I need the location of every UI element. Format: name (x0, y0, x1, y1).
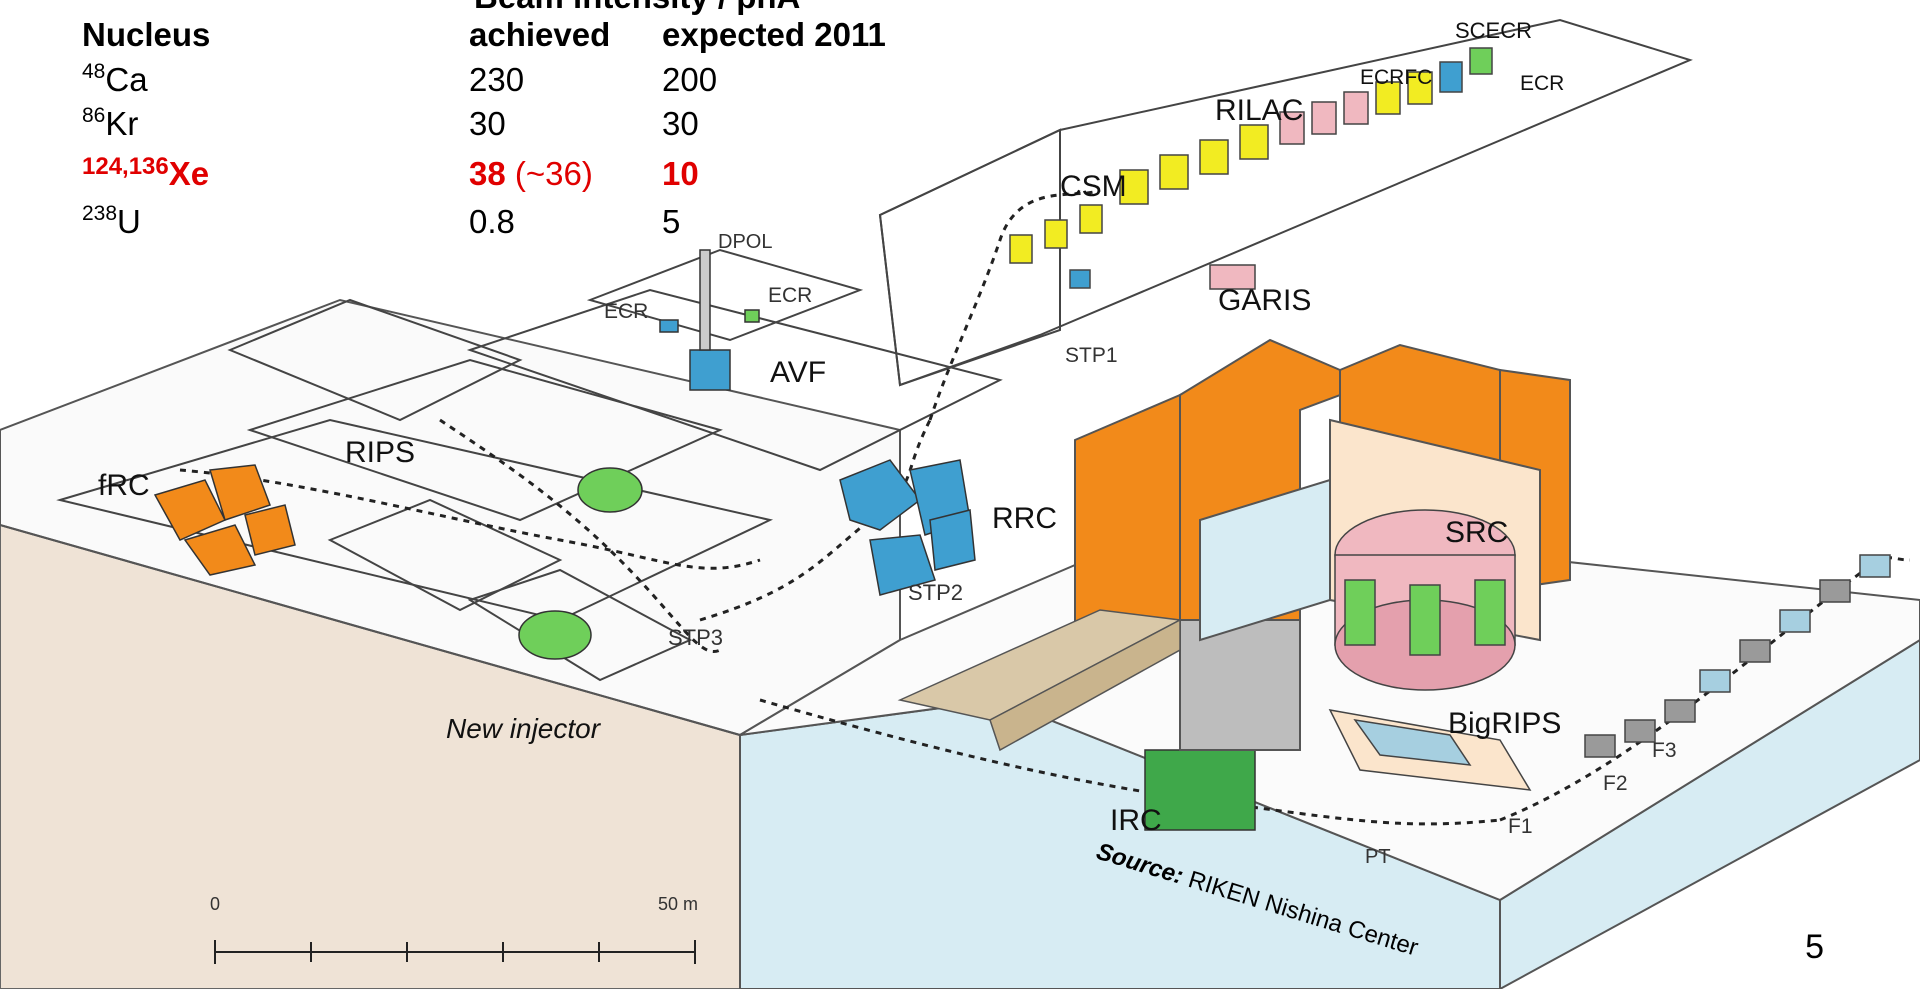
label-rrc: RRC (992, 502, 1057, 535)
rrc-cyclotron (839, 459, 976, 596)
rilac-resonators (1009, 47, 1493, 290)
table-row-nucleus: 48Ca (82, 60, 148, 98)
table-row-expected-highlight: 10 (662, 155, 699, 192)
label-csm: CSM (1060, 170, 1127, 203)
beam-intensity-table: Beam intensity / pnA Nucleus achieved ex… (82, 0, 942, 250)
scale-bar: 0 50 m (210, 894, 698, 964)
label-dpol: DPOL (718, 231, 772, 253)
label-irc: IRC (1110, 804, 1162, 837)
label-frc: fRC (98, 469, 150, 502)
header-expected: expected 2011 (662, 16, 886, 53)
table-super-header: Beam intensity / pnA (474, 0, 800, 13)
label-bigrips: BigRIPS (1448, 707, 1561, 740)
table-row-expected: 200 (662, 61, 718, 98)
mass-number: 86 (82, 104, 106, 127)
label-stp2: STP2 (908, 580, 963, 605)
label-new-injector: New injector (446, 713, 602, 744)
label-avf: AVF (770, 356, 826, 389)
mass-number: 48 (82, 60, 106, 83)
table-row-achieved-highlight: 38 (~36) (469, 157, 593, 190)
mass-number: 124,136 (82, 153, 169, 180)
label-garis: GARIS (1218, 284, 1311, 317)
page-number: 5 (1805, 928, 1824, 966)
table-row-nucleus: 238U (82, 202, 141, 240)
element-symbol: U (117, 203, 141, 240)
room-outlines (56, 248, 1003, 682)
label-pt: PT (1365, 846, 1391, 868)
header-nucleus: Nucleus (82, 16, 211, 53)
table-row-expected: 30 (662, 105, 699, 142)
label-f3: F3 (1652, 739, 1677, 762)
label-ecr-left: ECR (604, 300, 648, 323)
scale-end-label: 50 m (658, 894, 698, 914)
element-symbol: Xe (168, 155, 210, 192)
label-ecrfc: ECRFC (1360, 66, 1432, 89)
achieved-value: 38 (469, 155, 506, 192)
table-row-expected: 5 (662, 203, 681, 240)
mass-number: 238 (82, 202, 118, 225)
header-achieved: achieved (469, 16, 611, 53)
label-scecr: SCECR (1455, 18, 1532, 43)
label-f1: F1 (1508, 815, 1533, 838)
table-row-achieved: 30 (469, 105, 506, 142)
element-symbol: Ca (105, 61, 148, 98)
label-stp1: STP1 (1065, 344, 1118, 367)
src-ring-cyclotron (1334, 509, 1516, 691)
table-row-achieved: 0.8 (469, 203, 515, 240)
label-rips: RIPS (345, 436, 415, 469)
transport-tunnel (897, 609, 1183, 752)
left-base-slab (0, 298, 901, 989)
label-ecr-right: ECR (768, 284, 812, 307)
bigrips-line (1328, 554, 1891, 791)
scale-start-label: 0 (210, 894, 220, 914)
label-rilac: RILAC (1215, 94, 1303, 127)
achieved-note: (~36) (514, 155, 593, 192)
label-stp3: STP3 (668, 625, 723, 650)
label-src: SRC (1445, 516, 1508, 549)
green-magnets (518, 467, 1256, 831)
facility-labels: SCECR ECRFC ECR RILAC CSM DPOL ECR ECR G… (98, 18, 1677, 868)
table-row-nucleus: 86Kr (82, 104, 139, 142)
rilac-building (878, 18, 1693, 387)
avf-cyclotron (659, 249, 760, 391)
table-row-achieved: 230 (469, 61, 525, 98)
label-ecr-top: ECR (1520, 72, 1564, 95)
element-symbol: Kr (105, 105, 139, 142)
table-row-nucleus-highlight: 124,136Xe (82, 155, 210, 192)
frc-cyclotron (153, 464, 296, 576)
label-f2: F2 (1603, 772, 1628, 795)
